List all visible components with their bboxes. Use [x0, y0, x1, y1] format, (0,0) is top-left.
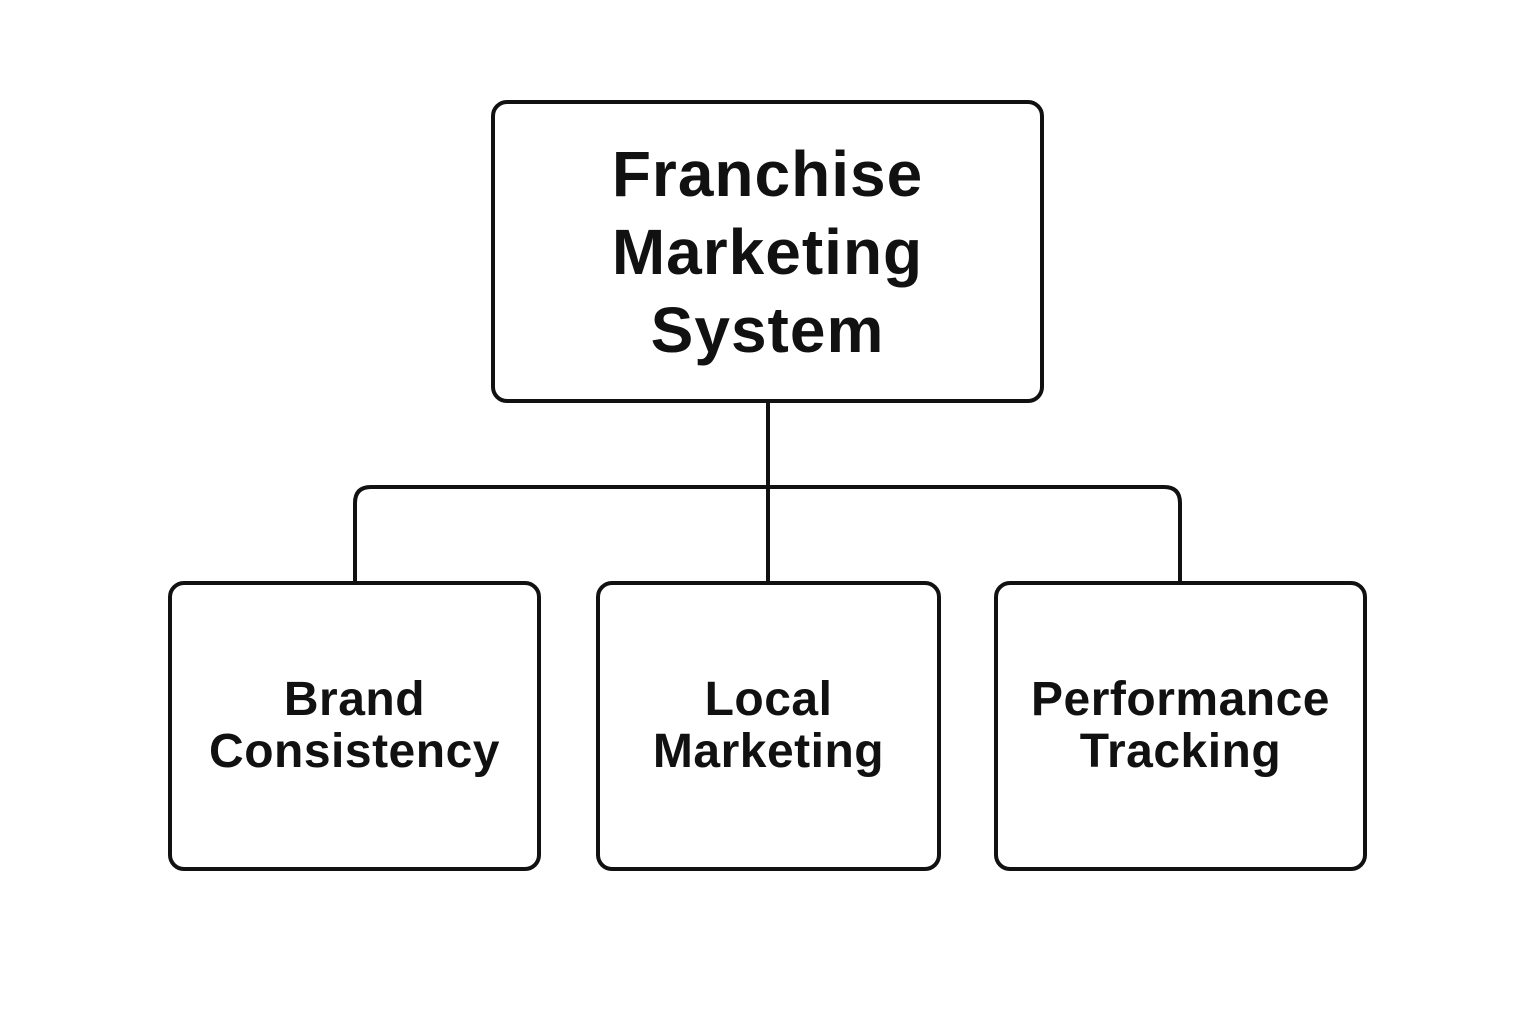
child-label-line: Consistency	[209, 725, 500, 778]
connector-branch	[353, 485, 1182, 581]
child-label-line: Tracking	[1079, 725, 1282, 778]
child-label-line: Marketing	[652, 725, 885, 778]
child-node-brand-consistency: Brand Consistency	[168, 581, 541, 871]
child-node-local-marketing: Local Marketing	[596, 581, 941, 871]
child-label-line: Performance	[1031, 673, 1330, 726]
root-node: Franchise Marketing System	[491, 100, 1044, 403]
child-node-performance-tracking: Performance Tracking	[994, 581, 1367, 871]
child-label-line: Brand	[283, 673, 426, 726]
child-node-label: Local Marketing	[653, 674, 884, 778]
root-label-line: Franchise	[611, 137, 924, 210]
root-node-label: Franchise Marketing System	[612, 135, 923, 369]
root-label-line: System	[650, 293, 885, 366]
root-label-line: Marketing	[611, 215, 924, 288]
child-node-label: Performance Tracking	[1031, 674, 1330, 778]
child-node-label: Brand Consistency	[209, 674, 500, 778]
child-label-line: Local	[704, 673, 833, 726]
